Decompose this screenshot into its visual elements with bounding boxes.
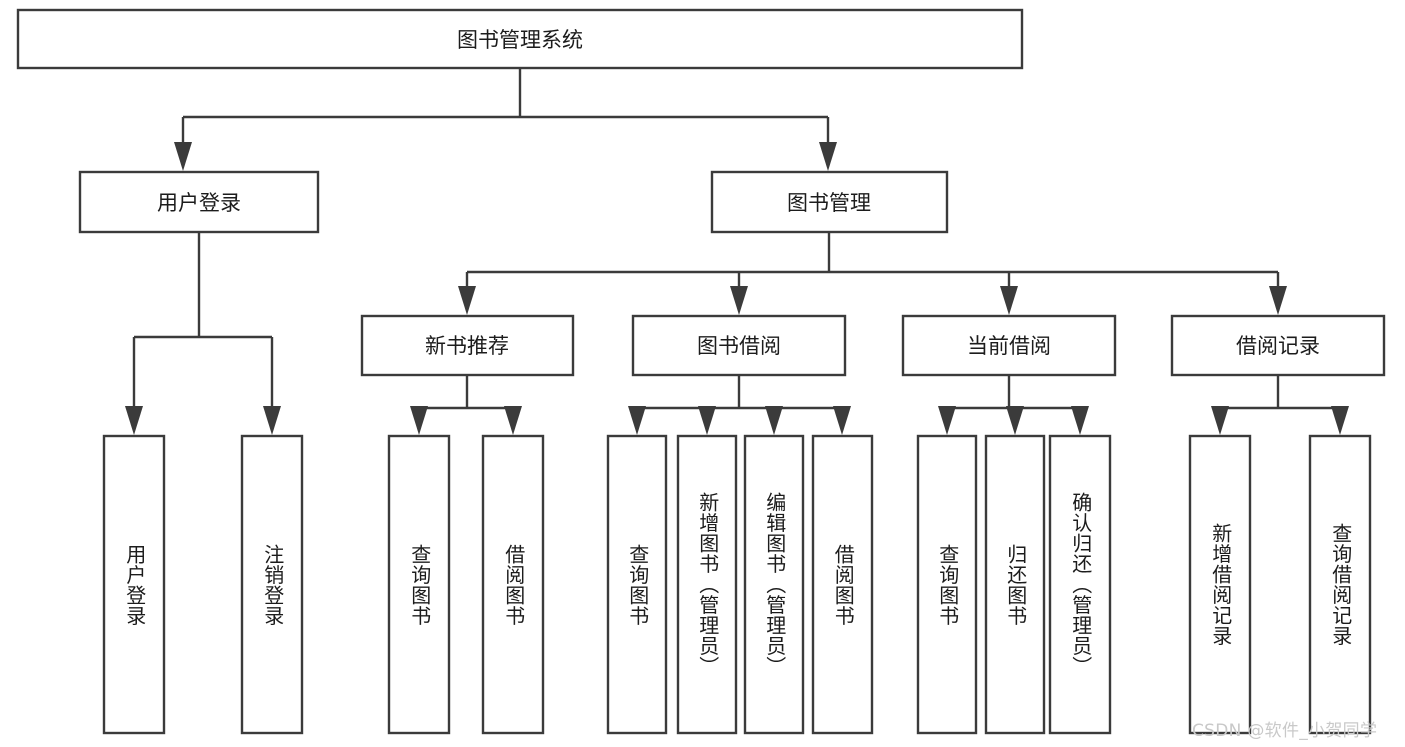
arrow-nbr-to-leaf1-icon [410,406,428,435]
leaf-query-book-1-label: 查询图书 [407,543,432,626]
node-current-borrow-label: 当前借阅 [967,334,1051,358]
leaf-query-book-2-label: 查询图书 [625,543,650,626]
node-user-login-box[interactable] [78,170,320,234]
arrow-root-to-user-login-icon [174,142,192,171]
node-new-book-rec[interactable]: 新书推荐 [360,314,575,377]
arrow-cb-to-leaf2-icon [1006,406,1024,435]
leaf-query-book-3-box[interactable] [916,434,978,735]
leaf-borrow-book-1-label: 借阅图书 [501,543,526,626]
connector-group-new-book-rec [410,375,522,435]
leaf-add-record-box[interactable] [1188,434,1252,735]
leaf-query-record-box[interactable] [1308,434,1372,735]
leaf-logout-box[interactable] [240,434,304,735]
node-new-book-rec-box[interactable] [360,314,575,377]
node-root[interactable]: 图书管理系统 [16,8,1024,70]
arrow-cb-to-leaf3-icon [1071,406,1089,435]
node-root-label: 图书管理系统 [457,28,583,52]
node-book-manage-box[interactable] [710,170,949,234]
node-book-manage[interactable]: 图书管理 [710,170,949,234]
leaf-query-book-3-label: 查询图书 [935,543,960,626]
arrow-bb-to-leaf3-icon [765,406,783,435]
leaf-user-login-box[interactable] [102,434,166,735]
arrow-nbr-to-leaf2-icon [504,406,522,435]
arrow-bm-to-borrow-record-icon [1269,286,1287,315]
leaf-borrow-book-1-box[interactable] [481,434,545,735]
connector-group-root [174,68,837,171]
arrow-cb-to-leaf1-icon [938,406,956,435]
leaf-edit-book-label: 编辑图书（管理员） [762,492,787,677]
arrow-bm-to-book-borrow-icon [730,286,748,315]
arrow-br-to-leaf2-icon [1331,406,1349,435]
connector-group-user-login [125,232,281,435]
leaf-query-record-label: 查询借阅记录 [1328,523,1353,646]
connector-group-book-manage [458,232,1287,315]
node-new-book-rec-label: 新书推荐 [425,334,509,358]
watermark-text: CSDN @软件_小贺同学 [1192,721,1378,741]
node-book-borrow-label: 图书借阅 [697,334,781,358]
node-user-login[interactable]: 用户登录 [78,170,320,234]
leaf-node-rect-group [102,434,1372,735]
leaf-return-book-box[interactable] [984,434,1046,735]
arrow-bm-to-new-book-icon [458,286,476,315]
arrow-user-login-to-leaf2-icon [263,406,281,435]
node-current-borrow-box[interactable] [901,314,1117,377]
leaf-edit-book-box[interactable] [743,434,805,735]
leaf-confirm-return-box[interactable] [1048,434,1112,735]
arrow-bb-to-leaf4-icon [833,406,851,435]
leaf-add-book-box[interactable] [676,434,738,735]
arrow-user-login-to-leaf1-icon [125,406,143,435]
node-book-borrow[interactable]: 图书借阅 [631,314,847,377]
leaf-query-book-2-box[interactable] [606,434,668,735]
arrow-bm-to-current-borrow-icon [1000,286,1018,315]
node-user-login-label: 用户登录 [157,191,241,215]
node-book-manage-label: 图书管理 [787,191,871,215]
leaf-logout-label: 注销登录 [260,543,285,626]
node-borrow-record-box[interactable] [1170,314,1386,377]
node-root-box[interactable] [16,8,1024,70]
connector-group-borrow-record [1211,375,1349,435]
arrow-bb-to-leaf1-icon [628,406,646,435]
arrow-root-to-book-manage-icon [819,142,837,171]
leaf-return-book-label: 归还图书 [1003,543,1028,626]
leaf-user-login-label: 用户登录 [122,543,147,626]
node-current-borrow[interactable]: 当前借阅 [901,314,1117,377]
connector-group-current-borrow [938,375,1089,435]
leaf-add-record-label: 新增借阅记录 [1208,523,1233,646]
arrow-bb-to-leaf2-icon [698,406,716,435]
node-borrow-record[interactable]: 借阅记录 [1170,314,1386,377]
node-borrow-record-label: 借阅记录 [1236,334,1320,358]
node-book-borrow-box[interactable] [631,314,847,377]
leaf-borrow-book-2-box[interactable] [811,434,874,735]
leaf-add-book-label: 新增图书（管理员） [695,492,720,677]
leaf-borrow-book-2-label: 借阅图书 [831,543,856,626]
connector-group-book-borrow [628,375,851,435]
arrow-br-to-leaf1-icon [1211,406,1229,435]
leaf-query-book-1-box[interactable] [387,434,451,735]
leaf-confirm-return-label: 确认归还（管理员） [1068,492,1093,677]
